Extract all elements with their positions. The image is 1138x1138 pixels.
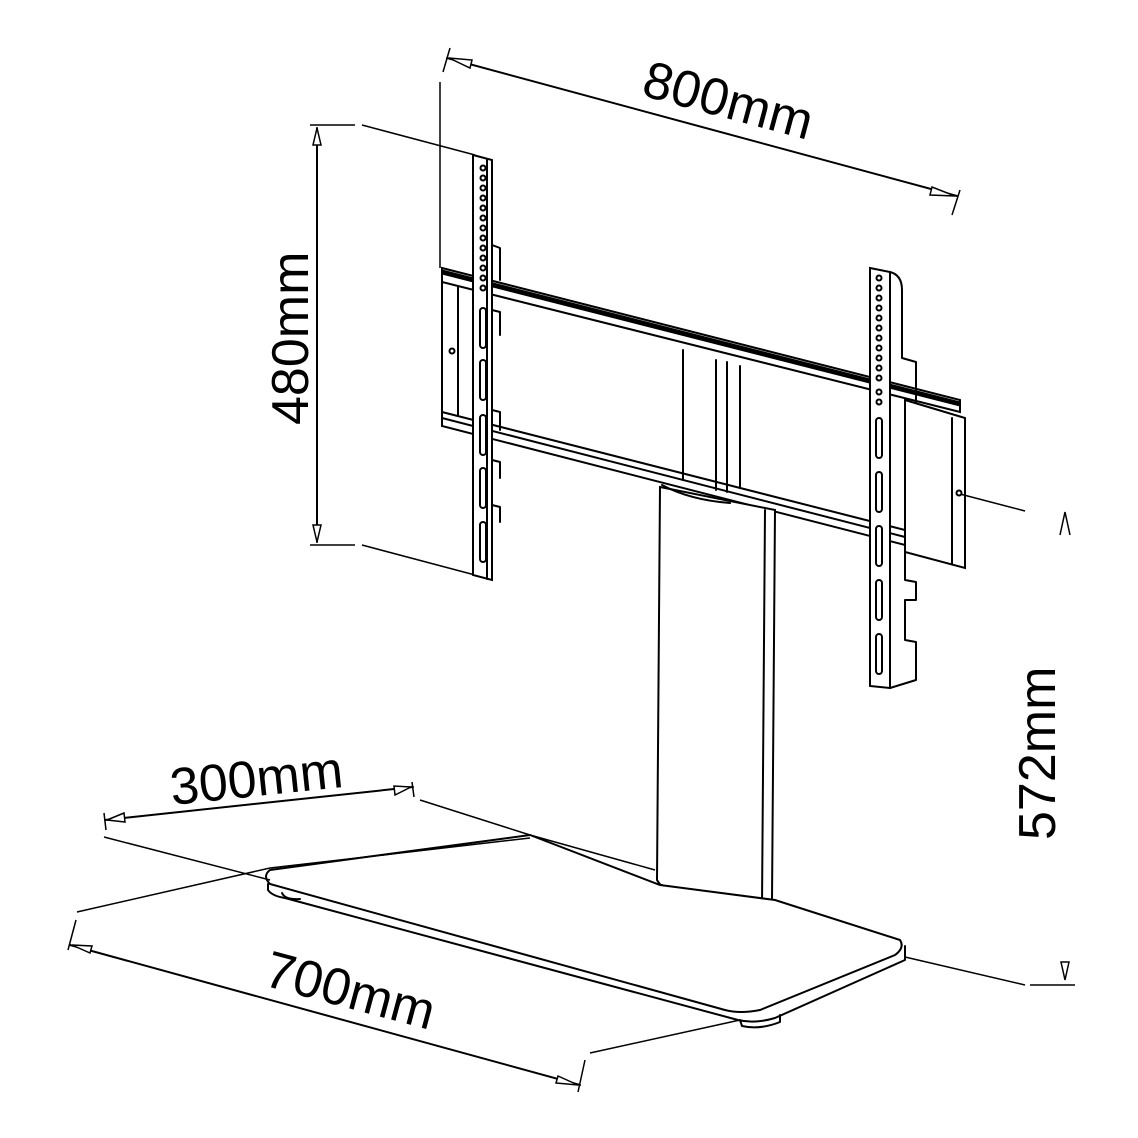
bracket-holes-right <box>875 274 883 675</box>
dimension-480mm: 480mm <box>262 124 476 576</box>
center-struts <box>682 349 741 493</box>
vesa-bracket-right <box>869 266 1026 690</box>
dimension-572mm: 572mm <box>904 511 1075 986</box>
label-300mm: 300mm <box>167 741 346 817</box>
vesa-bracket-left <box>448 153 501 582</box>
label-700mm: 700mm <box>259 941 442 1042</box>
column <box>655 484 777 907</box>
label-480mm: 480mm <box>262 252 320 425</box>
label-800mm: 800mm <box>637 51 820 152</box>
label-572mm: 572mm <box>1009 667 1067 840</box>
dimension-800mm: 800mm <box>439 47 961 268</box>
bracket-holes-left <box>479 164 487 563</box>
